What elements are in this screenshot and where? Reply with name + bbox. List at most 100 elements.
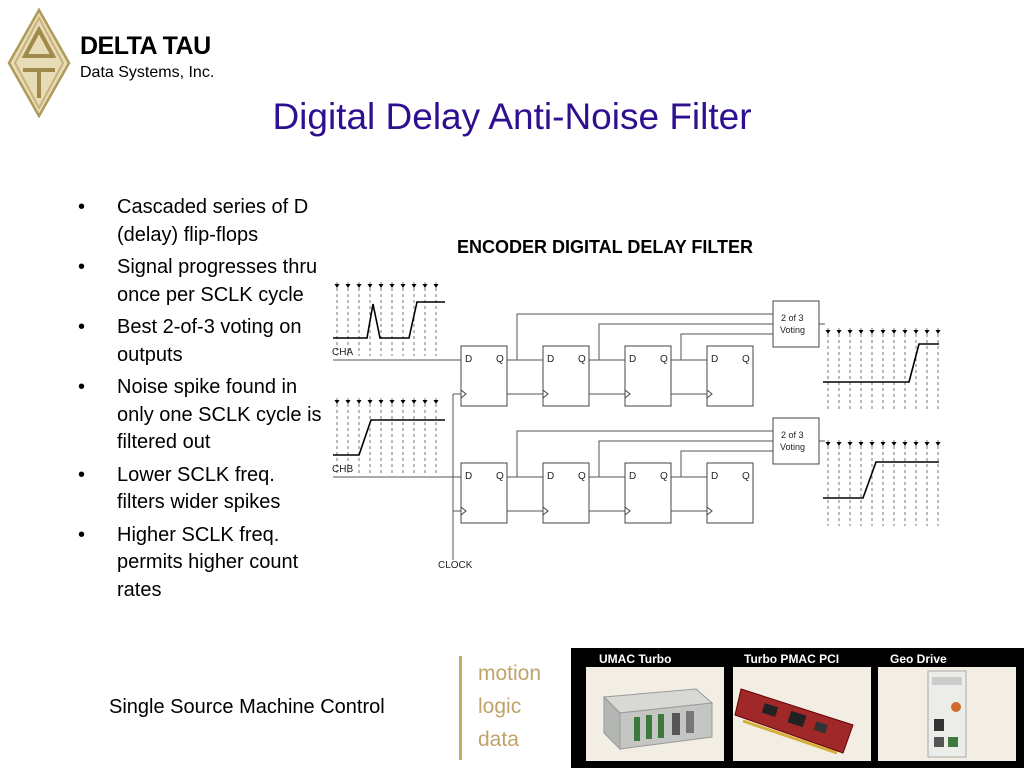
clock-arrow <box>891 442 897 446</box>
bullet-item: Higher SCLK freq. permits higher count r… <box>78 522 328 605</box>
voting-tap <box>680 333 773 360</box>
ff-clock-input <box>460 389 467 399</box>
clock-arrow <box>422 400 428 404</box>
cha-input-waveform <box>333 301 445 339</box>
product-strip: UMAC Turbo Turbo PMAC PCI Geo Drive <box>571 648 1024 768</box>
d-flip-flop <box>706 462 754 524</box>
clock-arrow <box>869 330 875 334</box>
ff-q-label: Q <box>660 354 668 365</box>
cha-output-waveform <box>823 343 939 383</box>
ff-clock-input <box>460 506 467 516</box>
clock-arrow <box>422 284 428 288</box>
d-flip-flop <box>706 345 754 407</box>
ff-d-label: D <box>547 354 554 365</box>
tagline: Single Source Machine Control <box>109 696 385 718</box>
voting-label: Voting <box>780 442 805 452</box>
slide-title: Digital Delay Anti-Noise Filter <box>272 96 752 137</box>
bullet-item: Lower SCLK freq. filters wider spikes <box>78 462 328 517</box>
clock-label: CLOCK <box>438 560 473 571</box>
d-flip-flop <box>460 462 508 524</box>
ff-clock-input <box>542 506 549 516</box>
clock-arrow <box>902 330 908 334</box>
bullet-item: Best 2-of-3 voting on outputs <box>78 314 328 369</box>
clock-arrow <box>400 284 406 288</box>
clock-arrow <box>858 330 864 334</box>
umac-turbo-photo <box>586 667 724 761</box>
voting-tap <box>598 440 773 477</box>
geo-drive-photo <box>878 667 1016 761</box>
clock-arrow <box>935 330 941 334</box>
delay-filter-diagram: ENCODER DIGITAL DELAY FILTER D Q D Q D Q D Q 2 o… <box>332 237 941 571</box>
ff-clock-input <box>706 389 713 399</box>
ff-clock-input <box>624 389 631 399</box>
clock-arrow <box>825 442 831 446</box>
clock-arrow <box>869 442 875 446</box>
clock-arrow <box>847 330 853 334</box>
clock-arrow <box>378 400 384 404</box>
delta-tau-logo <box>7 8 71 118</box>
ff-q-label: Q <box>660 471 668 482</box>
clock-arrow <box>411 284 417 288</box>
product-label: Turbo PMAC PCI <box>744 652 840 666</box>
clock-arrow <box>367 400 373 404</box>
clock-arrow <box>836 330 842 334</box>
voting-tap <box>516 313 773 360</box>
ff-d-label: D <box>629 471 636 482</box>
clock-arrow <box>334 284 340 288</box>
bullet-item: Noise spike found in only one SCLK cycle… <box>78 374 328 457</box>
clock-arrow <box>389 400 395 404</box>
clock-arrow <box>400 400 406 404</box>
turbo-pmac-pci-photo <box>733 667 871 761</box>
clock-arrow <box>433 284 439 288</box>
chb-input-waveform <box>333 419 445 456</box>
clock-arrow <box>880 442 886 446</box>
voting-tap <box>598 323 773 360</box>
ff-q-label: Q <box>578 471 586 482</box>
brand-subtitle: Data Systems, Inc. <box>80 64 215 81</box>
chb-label: CHB <box>332 464 353 475</box>
ff-q-label: Q <box>578 354 586 365</box>
clock-arrow <box>924 330 930 334</box>
d-flip-flop <box>542 462 590 524</box>
clock-arrow <box>411 400 417 404</box>
voting-label: Voting <box>780 325 805 335</box>
ff-d-label: D <box>711 354 718 365</box>
clock-arrow <box>334 400 340 404</box>
product-label: UMAC Turbo <box>599 652 672 666</box>
d-flip-flop <box>460 345 508 407</box>
bullet-item: Signal progresses thru once per SCLK cyc… <box>78 254 328 309</box>
clock-arrow <box>858 442 864 446</box>
product-label: Geo Drive <box>890 652 947 666</box>
voting-tap <box>516 430 773 477</box>
voting-label: 2 of 3 <box>781 313 804 323</box>
clock-arrow <box>345 284 351 288</box>
clock-arrow <box>913 442 919 446</box>
ff-q-label: Q <box>742 471 750 482</box>
ff-clock-input <box>706 506 713 516</box>
clock-arrow <box>924 442 930 446</box>
clock-arrow <box>847 442 853 446</box>
ff-d-label: D <box>465 471 472 482</box>
clock-arrow <box>935 442 941 446</box>
clock-arrow <box>836 442 842 446</box>
clock-arrow <box>825 330 831 334</box>
chb-output-waveform <box>823 461 939 499</box>
d-flip-flop <box>624 462 672 524</box>
clock-arrow <box>880 330 886 334</box>
bullet-list: Cascaded series of D (delay) flip-flops … <box>78 194 328 609</box>
tag-word-logic: logic <box>478 695 522 718</box>
clock-arrow <box>913 330 919 334</box>
clock-arrow <box>356 284 362 288</box>
clock-arrow <box>345 400 351 404</box>
voting-tap <box>680 450 773 477</box>
voting-box <box>772 417 820 465</box>
bullet-item: Cascaded series of D (delay) flip-flops <box>78 194 328 249</box>
brand-name: DELTA TAU <box>80 32 211 60</box>
diagram-title: ENCODER DIGITAL DELAY FILTER <box>457 237 753 257</box>
ff-d-label: D <box>629 354 636 365</box>
tag-word-data: data <box>478 728 519 751</box>
clock-arrow <box>433 400 439 404</box>
ff-d-label: D <box>547 471 554 482</box>
clock-arrow <box>902 442 908 446</box>
ff-clock-input <box>542 389 549 399</box>
